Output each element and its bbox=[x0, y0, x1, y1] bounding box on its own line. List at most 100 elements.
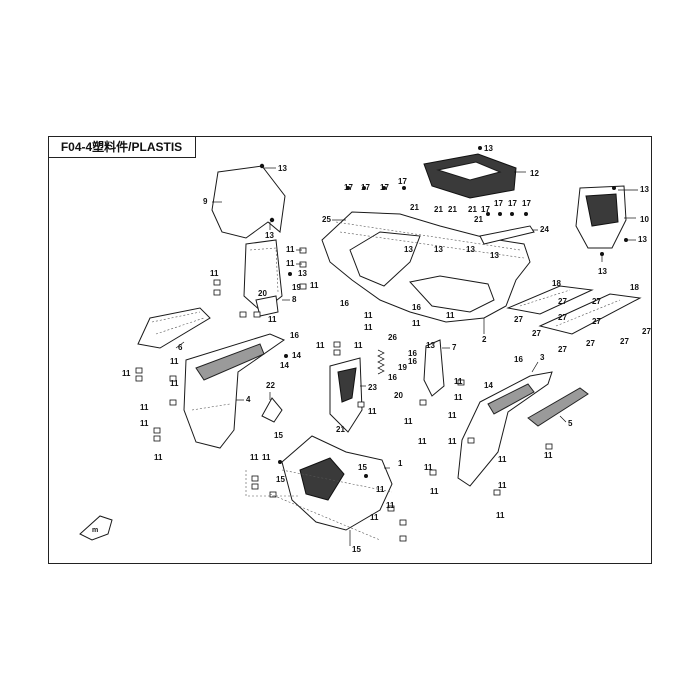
callout-16: 16 bbox=[290, 331, 299, 340]
callout-16: 16 bbox=[388, 373, 397, 382]
callout-17: 17 bbox=[494, 199, 503, 208]
callout-11: 11 bbox=[268, 315, 277, 324]
callout-16: 16 bbox=[412, 303, 421, 312]
part-10-right-front-panel bbox=[575, 185, 627, 249]
callout-27: 27 bbox=[558, 297, 567, 306]
callout-18: 18 bbox=[552, 279, 561, 288]
callout-21: 21 bbox=[410, 203, 419, 212]
callout-17: 17 bbox=[380, 183, 389, 192]
callout-19: 19 bbox=[398, 363, 407, 372]
callout-21: 21 bbox=[336, 425, 345, 434]
callout-11: 11 bbox=[170, 357, 179, 366]
callout-1: 1 bbox=[398, 459, 403, 468]
callout-16: 16 bbox=[408, 357, 417, 366]
callout-11: 11 bbox=[286, 245, 295, 254]
callout-11: 11 bbox=[122, 369, 131, 378]
part-9-upper-left-panel bbox=[211, 163, 286, 239]
callout-14: 14 bbox=[292, 351, 301, 360]
callout-16: 16 bbox=[408, 349, 417, 358]
callout-13: 13 bbox=[426, 341, 435, 350]
callout-11: 11 bbox=[368, 407, 377, 416]
callout-13: 13 bbox=[484, 144, 493, 153]
callout-15: 15 bbox=[274, 431, 283, 440]
callout-11: 11 bbox=[316, 341, 325, 350]
part-3-right-side-panel bbox=[457, 371, 553, 487]
callout-17: 17 bbox=[344, 183, 353, 192]
callout-17: 17 bbox=[361, 183, 370, 192]
front-direction-arrow-icon: m bbox=[79, 515, 113, 541]
callout-15: 15 bbox=[276, 475, 285, 484]
callout-16: 16 bbox=[340, 299, 349, 308]
callout-11: 11 bbox=[354, 341, 363, 350]
part-26-spring bbox=[377, 349, 385, 375]
part-23-center-cover bbox=[329, 357, 363, 433]
callout-3: 3 bbox=[540, 353, 545, 362]
callout-11: 11 bbox=[140, 403, 149, 412]
part-24-rail-strip bbox=[479, 225, 535, 245]
callout-17: 17 bbox=[522, 199, 531, 208]
callout-27: 27 bbox=[558, 313, 567, 322]
callout-24: 24 bbox=[540, 225, 549, 234]
part-6-left-footrest-rail bbox=[137, 307, 211, 349]
callout-11: 11 bbox=[424, 463, 433, 472]
clip-fastener-group bbox=[135, 146, 628, 542]
callout-11: 11 bbox=[310, 281, 319, 290]
callout-7: 7 bbox=[452, 343, 457, 352]
part-5-right-lower-strip bbox=[527, 387, 589, 427]
callout-13: 13 bbox=[434, 245, 443, 254]
callout-19: 19 bbox=[292, 283, 301, 292]
part-4-left-side-panel bbox=[183, 333, 286, 449]
part-1-front-lower-body bbox=[281, 435, 393, 531]
callout-15: 15 bbox=[352, 545, 361, 554]
callout-11: 11 bbox=[544, 451, 553, 460]
callout-2: 2 bbox=[482, 335, 487, 344]
callout-22: 22 bbox=[266, 381, 275, 390]
callout-15: 15 bbox=[358, 463, 367, 472]
callout-11: 11 bbox=[376, 485, 385, 494]
callout-13: 13 bbox=[466, 245, 475, 254]
callout-14: 14 bbox=[484, 381, 493, 390]
callout-27: 27 bbox=[620, 337, 629, 346]
part-7-center-bracket bbox=[423, 339, 445, 397]
callout-27: 27 bbox=[532, 329, 541, 338]
callout-11: 11 bbox=[404, 417, 413, 426]
callout-11: 11 bbox=[364, 323, 373, 332]
callout-11: 11 bbox=[448, 437, 457, 446]
callout-4: 4 bbox=[246, 395, 251, 404]
callout-11: 11 bbox=[364, 311, 373, 320]
callout-27: 27 bbox=[586, 339, 595, 348]
callout-11: 11 bbox=[386, 501, 395, 510]
part-20-left-bracket bbox=[255, 295, 279, 317]
callout-25: 25 bbox=[322, 215, 331, 224]
callout-27: 27 bbox=[592, 297, 601, 306]
callout-6: 6 bbox=[178, 343, 183, 352]
callout-11: 11 bbox=[454, 393, 463, 402]
callout-13: 13 bbox=[598, 267, 607, 276]
callout-20: 20 bbox=[394, 391, 403, 400]
svg-text:m: m bbox=[92, 527, 98, 534]
callout-17: 17 bbox=[481, 205, 490, 214]
callout-17: 17 bbox=[398, 177, 407, 186]
callout-13: 13 bbox=[638, 235, 647, 244]
callout-13: 13 bbox=[265, 231, 274, 240]
callout-12: 12 bbox=[530, 169, 539, 178]
callout-11: 11 bbox=[498, 481, 507, 490]
callout-21: 21 bbox=[434, 205, 443, 214]
callout-13: 13 bbox=[490, 251, 499, 260]
callout-11: 11 bbox=[170, 379, 179, 388]
callout-11: 11 bbox=[454, 377, 463, 386]
callout-labels: 9 13 13 13 12 13 10 13 13 17 17 17 17 25… bbox=[122, 144, 651, 554]
callout-11: 11 bbox=[418, 437, 427, 446]
callout-11: 11 bbox=[262, 453, 271, 462]
callout-11: 11 bbox=[498, 455, 507, 464]
callout-11: 11 bbox=[140, 419, 149, 428]
callout-11: 11 bbox=[250, 453, 259, 462]
diagram-title: F04-4塑料件/PLASTIS bbox=[48, 136, 196, 158]
callout-13: 13 bbox=[278, 164, 287, 173]
callout-11: 11 bbox=[154, 453, 163, 462]
callout-5: 5 bbox=[568, 419, 573, 428]
callout-9: 9 bbox=[203, 197, 208, 206]
callout-16: 16 bbox=[514, 355, 523, 364]
callout-18: 18 bbox=[630, 283, 639, 292]
